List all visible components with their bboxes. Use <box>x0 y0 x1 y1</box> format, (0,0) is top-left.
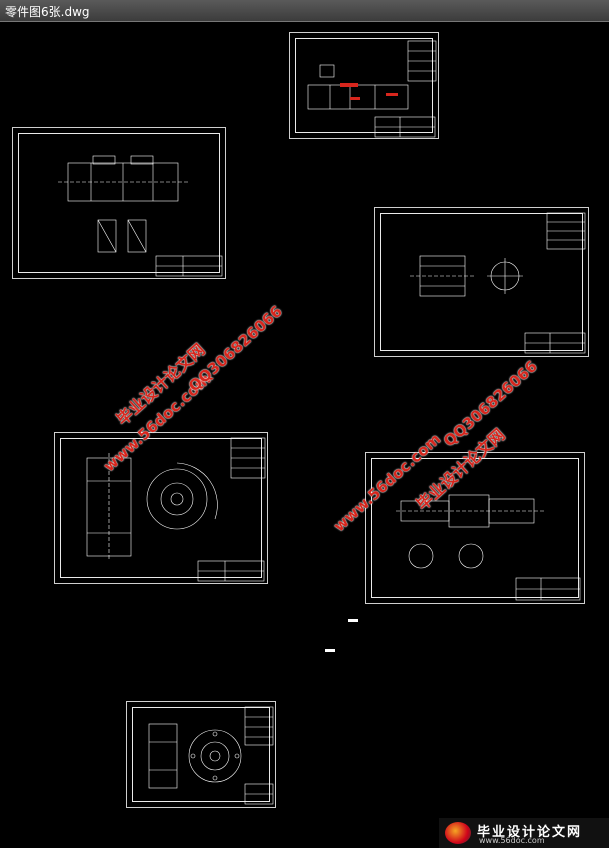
part-drawing-5 <box>396 494 581 601</box>
part-drawing-3 <box>410 212 586 354</box>
brand-corner: 毕业设计论文网 www.56doc.com <box>439 818 609 848</box>
brand-name: 毕业设计论文网 <box>477 825 583 840</box>
part-drawing-4 <box>86 437 266 582</box>
drawing-canvas[interactable]: 毕业设计论文网 www.56doc.com QQ306826066 毕业设计论文… <box>0 22 609 848</box>
part-drawing-2 <box>58 155 223 277</box>
part-drawing-6 <box>148 706 274 805</box>
drawing-sheet-1[interactable] <box>289 32 439 139</box>
drawing-sheet-3[interactable] <box>374 207 589 357</box>
window-titlebar[interactable]: 零件图6张.dwg <box>0 0 609 22</box>
drawing-sheet-4[interactable] <box>54 432 268 584</box>
drawing-sheet-6[interactable] <box>126 701 276 808</box>
drawing-sheet-2[interactable] <box>12 127 226 279</box>
small-block-1 <box>348 619 358 622</box>
brand-url: www.56doc.com <box>479 836 545 845</box>
brand-logo-icon <box>445 822 471 844</box>
small-block-2 <box>325 649 335 652</box>
part-drawing-1 <box>307 40 437 138</box>
window-title: 零件图6张.dwg <box>5 5 90 19</box>
drawing-sheet-5[interactable] <box>365 452 585 604</box>
